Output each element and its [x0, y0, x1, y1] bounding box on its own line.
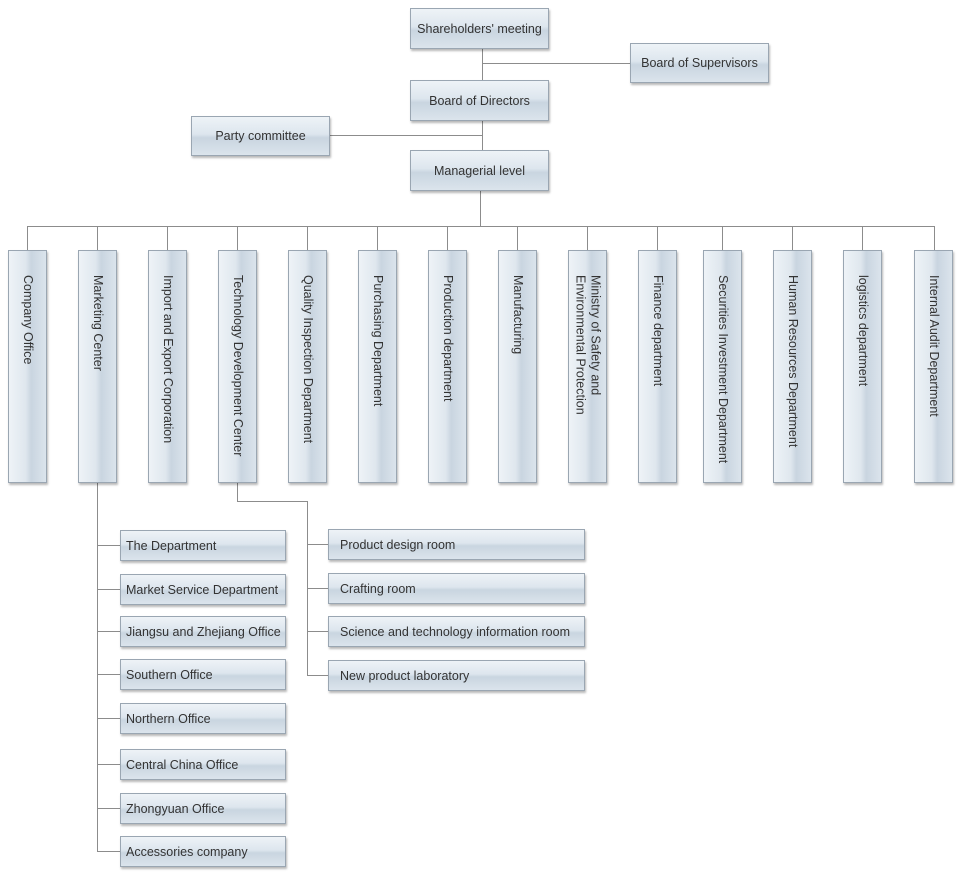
- connector-marketing-branch: [97, 631, 121, 632]
- dept-purchasing: Purchasing Department: [358, 250, 397, 483]
- technology-child: Crafting room: [328, 573, 585, 604]
- connector-dept-drop: [934, 226, 935, 250]
- connector-marketing-branch: [97, 674, 121, 675]
- node-label: Southern Office: [126, 667, 213, 682]
- dept-label: Company Office: [21, 275, 35, 365]
- connector-dept-drop: [307, 226, 308, 250]
- dept-label: Production department: [441, 275, 455, 402]
- dept-label: Purchasing Department: [371, 275, 385, 407]
- node-label: Crafting room: [340, 581, 416, 596]
- connector-technology-drop: [237, 483, 238, 501]
- connector-dept-drop: [517, 226, 518, 250]
- node-label: Product design room: [340, 537, 456, 552]
- connector-technology-horizontal: [237, 501, 307, 502]
- connector-departments-bus: [27, 226, 935, 227]
- connector-supervisors: [482, 63, 630, 64]
- connector-technology-branch: [307, 588, 328, 589]
- marketing-child: Accessories company: [120, 836, 286, 867]
- node-label: Board of Supervisors: [641, 56, 758, 70]
- node-party-committee: Party committee: [191, 116, 330, 156]
- marketing-child: Southern Office: [120, 659, 286, 690]
- connector-dept-drop: [167, 226, 168, 250]
- node-label: Managerial level: [433, 163, 526, 178]
- marketing-child: Zhongyuan Office: [120, 793, 286, 824]
- node-label: Zhongyuan Office: [126, 801, 225, 816]
- marketing-child: Market Service Department: [120, 574, 286, 605]
- dept-manufacturing: Manufacturing: [498, 250, 537, 483]
- dept-human-resources: Human Resources Department: [773, 250, 812, 483]
- dept-label: Manufacturing: [511, 275, 525, 355]
- dept-internal-audit: Internal Audit Department: [914, 250, 953, 483]
- dept-label: Marketing Center: [91, 275, 105, 371]
- node-label: Market Service Department: [126, 582, 279, 597]
- connector-marketing-branch: [97, 851, 121, 852]
- connector-dept-drop: [447, 226, 448, 250]
- dept-label: Import and Export Corporation: [161, 275, 175, 444]
- node-shareholders-meeting: Shareholders' meeting: [410, 8, 549, 49]
- node-label: Jiangsu and Zhejiang Office: [126, 624, 281, 639]
- dept-marketing-center: Marketing Center: [78, 250, 117, 483]
- connector-technology-branch: [307, 544, 328, 545]
- node-label: Board of Directors: [429, 93, 530, 108]
- node-label: Science and technology information room: [340, 624, 570, 639]
- dept-label: Internal Audit Department: [927, 275, 941, 417]
- dept-label: Finance department: [651, 275, 665, 387]
- connector-top-spine: [482, 48, 483, 80]
- connector-party: [329, 135, 483, 136]
- node-board-of-supervisors: Board of Supervisors: [630, 43, 769, 83]
- node-label: Party committee: [215, 129, 306, 143]
- connector-dept-drop: [792, 226, 793, 250]
- marketing-child: The Department: [120, 530, 286, 561]
- dept-technology-development-center: Technology Development Center: [218, 250, 257, 483]
- dept-logistics: logistics department: [843, 250, 882, 483]
- connector-marketing-spine: [97, 483, 98, 852]
- technology-child: New product laboratory: [328, 660, 585, 691]
- connector-marketing-branch: [97, 764, 121, 765]
- connector-technology-branch: [307, 675, 328, 676]
- node-label: Shareholders' meeting: [417, 21, 542, 36]
- connector-managerial-down: [480, 190, 481, 226]
- dept-label: Human Resources Department: [786, 275, 800, 448]
- connector-marketing-branch: [97, 718, 121, 719]
- technology-child: Science and technology information room: [328, 616, 585, 647]
- node-label: New product laboratory: [340, 668, 470, 683]
- marketing-child: Jiangsu and Zhejiang Office: [120, 616, 286, 647]
- connector-dept-drop: [237, 226, 238, 250]
- technology-child: Product design room: [328, 529, 585, 560]
- connector-dept-drop: [862, 226, 863, 250]
- connector-marketing-branch: [97, 545, 121, 546]
- marketing-child: Central China Office: [120, 749, 286, 780]
- connector-marketing-branch: [97, 808, 121, 809]
- dept-label: Ministry of Safety and Environmental Pro…: [573, 275, 603, 415]
- connector-dept-drop: [377, 226, 378, 250]
- connector-dept-drop: [722, 226, 723, 250]
- dept-securities-investment: Securities Investment Department: [703, 250, 742, 483]
- dept-company-office: Company Office: [8, 250, 47, 483]
- connector-dept-drop: [587, 226, 588, 250]
- connector-dept-drop: [97, 226, 98, 250]
- connector-marketing-branch: [97, 589, 121, 590]
- dept-import-export-corporation: Import and Export Corporation: [148, 250, 187, 483]
- node-board-of-directors: Board of Directors: [410, 80, 549, 121]
- connector-technology-branch: [307, 631, 328, 632]
- dept-production: Production department: [428, 250, 467, 483]
- dept-label: Quality Inspection Department: [301, 275, 315, 444]
- dept-label: logistics department: [856, 275, 870, 387]
- node-managerial-level: Managerial level: [410, 150, 549, 191]
- dept-label: Securities Investment Department: [716, 275, 730, 464]
- node-label: The Department: [126, 538, 217, 553]
- dept-label: Technology Development Center: [231, 275, 245, 457]
- connector-dept-drop: [657, 226, 658, 250]
- dept-safety-environmental: Ministry of Safety and Environmental Pro…: [568, 250, 607, 483]
- marketing-child: Northern Office: [120, 703, 286, 734]
- dept-finance: Finance department: [638, 250, 677, 483]
- node-label: Accessories company: [126, 844, 248, 859]
- connector-dept-drop: [27, 226, 28, 250]
- dept-quality-inspection: Quality Inspection Department: [288, 250, 327, 483]
- node-label: Northern Office: [126, 711, 211, 726]
- node-label: Central China Office: [126, 757, 239, 772]
